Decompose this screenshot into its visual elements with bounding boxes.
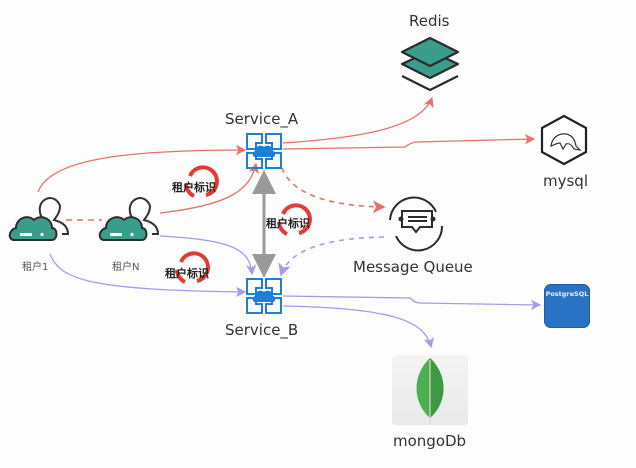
- edge-service-a-mysql: [282, 134, 536, 150]
- edge-service-a-mq: [281, 167, 386, 214]
- redis-label: Redis: [409, 12, 450, 30]
- edge-service-b-postgres: [282, 295, 542, 311]
- service-b-label: Service_B: [225, 321, 299, 339]
- postgresql-node[interactable]: PostgreSQL: [544, 284, 590, 328]
- azure-service-cloud-icon: [246, 278, 282, 314]
- tenant-tag-label: 租户标识: [165, 267, 209, 280]
- tenant-user-cloud-icon: [8, 196, 70, 241]
- azure-service-cloud-icon: [246, 133, 282, 169]
- tenant-1-label: 租户1: [22, 262, 49, 273]
- message-queue-label: Message Queue: [353, 258, 473, 276]
- dolphin-hexagon-icon: [540, 114, 588, 166]
- service-a-label: Service_A: [225, 110, 299, 128]
- refresh-cycle-icon: [184, 165, 219, 198]
- edge-tenant1-service-a: [37, 144, 247, 193]
- refresh-cycle-icon: [175, 251, 210, 284]
- tenant-n-label: 租户N: [112, 262, 140, 273]
- tenant-tag-label: 租户标识: [266, 217, 310, 230]
- edge-service-b-mongo: [282, 305, 435, 349]
- tenant-user-cloud-icon: [98, 196, 160, 241]
- tenant-tag-label: 租户标识: [172, 181, 216, 194]
- mysql-label: mysql: [543, 172, 588, 190]
- mongo-label: mongoDb: [393, 432, 467, 450]
- stacked-layers-icon: [400, 36, 460, 92]
- refresh-cycle-icon: [277, 203, 312, 236]
- edge-service-a-redis: [282, 96, 434, 144]
- message-cycle-icon: [389, 196, 444, 252]
- leaf-icon: [416, 358, 444, 425]
- postgresql-box-icon: PostgreSQL: [545, 290, 589, 298]
- edge-tenant1-service-b: [49, 253, 247, 298]
- edge-tenantn-service-b: [159, 235, 257, 276]
